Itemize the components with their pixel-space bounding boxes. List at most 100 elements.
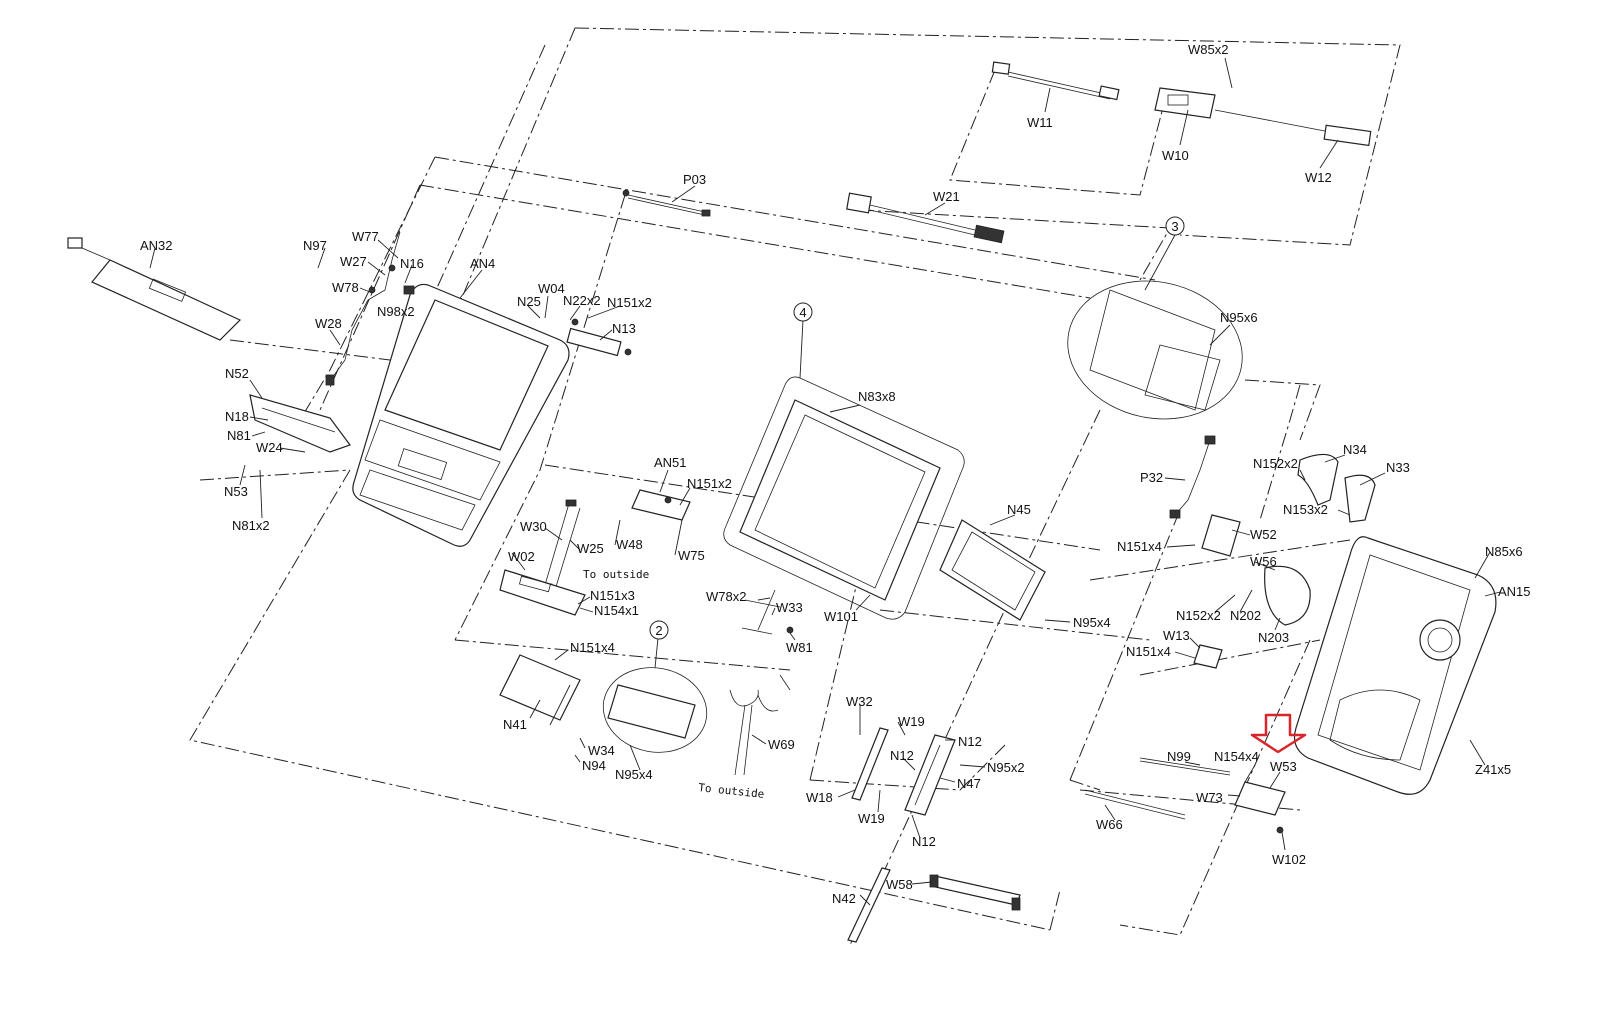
- callout-circle-3: 3: [1165, 216, 1185, 236]
- label-n94: N94: [582, 758, 606, 773]
- label-an15: AN15: [1498, 584, 1531, 599]
- cable-w11: [991, 61, 1120, 101]
- label-n12-mid: N12: [890, 748, 914, 763]
- callout-number-4: 4: [799, 305, 806, 320]
- label-an4: AN4: [470, 256, 495, 271]
- label-n85x6: N85x6: [1485, 544, 1523, 559]
- cable-w21: [846, 192, 1005, 244]
- label-w66: W66: [1096, 817, 1123, 832]
- label-n18: N18: [225, 409, 249, 424]
- part-n34: [1297, 453, 1339, 506]
- label-w10: W10: [1162, 148, 1189, 163]
- label-n12-right: N12: [958, 734, 982, 749]
- label-n52: N52: [225, 366, 249, 381]
- part-n33: [1344, 474, 1376, 523]
- part-n99: [1139, 757, 1231, 776]
- label-n154x1: N154x1: [594, 603, 639, 618]
- label-n151x3: N151x3: [590, 588, 635, 603]
- label-n203: N203: [1258, 630, 1289, 645]
- part-w52: [1201, 514, 1241, 557]
- part-w18: [851, 727, 889, 801]
- part-n41: [499, 654, 581, 726]
- label-an32: AN32: [140, 238, 173, 253]
- label-w75: W75: [678, 548, 705, 563]
- callout-2-region: [602, 637, 708, 753]
- label-w81: W81: [786, 640, 813, 655]
- part-w58: [929, 874, 1021, 911]
- label-n45: N45: [1007, 502, 1031, 517]
- label-n16: N16: [400, 256, 424, 271]
- callout-number-3: 3: [1171, 219, 1178, 234]
- note-to-outside-2: To outside: [698, 781, 765, 801]
- label-p32: P32: [1140, 470, 1163, 485]
- label-p03: P03: [683, 172, 706, 187]
- part-n42: [847, 867, 891, 943]
- label-n42: N42: [832, 891, 856, 906]
- label-n152x2-mid: N152x2: [1176, 608, 1221, 623]
- label-n95x4-left: N95x4: [615, 767, 653, 782]
- part-p32: [1169, 435, 1216, 519]
- label-w34: W34: [588, 743, 615, 758]
- part-an32: [67, 237, 242, 341]
- label-w56: W56: [1250, 554, 1277, 569]
- label-w78: W78: [332, 280, 359, 295]
- label-n12-bottom: N12: [912, 834, 936, 849]
- label-w85x2: W85x2: [1188, 42, 1228, 57]
- label-w25: W25: [577, 541, 604, 556]
- callout-number-2: 2: [655, 623, 662, 638]
- label-an51: AN51: [654, 455, 687, 470]
- part-n47: [904, 734, 956, 816]
- label-w19-top: W19: [898, 714, 925, 729]
- label-w53: W53: [1270, 759, 1297, 774]
- part-n45: [939, 519, 1046, 621]
- label-n154x4: N154x4: [1214, 749, 1259, 764]
- part-n52: [249, 394, 351, 453]
- label-w28: W28: [315, 316, 342, 331]
- label-n151x4-right: N151x4: [1117, 539, 1162, 554]
- label-z41x5: Z41x5: [1475, 762, 1511, 777]
- label-n151x2-top: N151x2: [607, 295, 652, 310]
- callout-circle-4: 4: [793, 302, 813, 322]
- part-an15-housing: [1293, 536, 1497, 795]
- label-n95x4-right: N95x4: [1073, 615, 1111, 630]
- harness-w27-w28: [325, 231, 415, 386]
- label-n47: N47: [957, 776, 981, 791]
- label-w11: W11: [1027, 115, 1053, 130]
- label-w19-bottom: W19: [858, 811, 885, 826]
- part-w69: [729, 674, 791, 776]
- part-an51: [631, 489, 691, 521]
- highlight-arrow: [1250, 713, 1307, 754]
- label-n202: N202: [1230, 608, 1261, 623]
- label-w101: W101: [824, 609, 858, 624]
- label-n83x8: N83x8: [858, 389, 896, 404]
- label-w24: W24: [256, 440, 283, 455]
- label-w48: W48: [616, 537, 643, 552]
- callout-3-region: [1067, 234, 1243, 420]
- label-w69: W69: [768, 737, 795, 752]
- label-w04: W04: [538, 281, 565, 296]
- label-n97: N97: [303, 238, 327, 253]
- label-w78x2: W78x2: [706, 589, 746, 604]
- part-w13: [1193, 644, 1223, 669]
- label-n95x2: N95x2: [987, 760, 1025, 775]
- callout-circle-2: 2: [649, 620, 669, 640]
- part-w30: [541, 499, 581, 591]
- label-w02: W02: [508, 549, 535, 564]
- label-n151x4-left: N151x4: [570, 640, 615, 655]
- label-n41: N41: [503, 717, 527, 732]
- label-n25: N25: [517, 294, 541, 309]
- label-n81: N81: [227, 428, 251, 443]
- label-n152x2-top: N152x2: [1253, 456, 1298, 471]
- label-n151x4-lower: N151x4: [1126, 644, 1171, 659]
- part-n13: [566, 318, 632, 357]
- label-w52: W52: [1250, 527, 1277, 542]
- box-w10: [1154, 87, 1216, 119]
- label-w27: W27: [340, 254, 367, 269]
- label-n95x6: N95x6: [1220, 310, 1258, 325]
- label-w30: W30: [520, 519, 547, 534]
- callout-4-region: [723, 319, 965, 620]
- label-n13: N13: [612, 321, 636, 336]
- part-labels: W85x2 W11 W10 W12 P03 W21 AN32 N97 W77 W…: [140, 42, 1531, 906]
- label-w77: W77: [352, 229, 379, 244]
